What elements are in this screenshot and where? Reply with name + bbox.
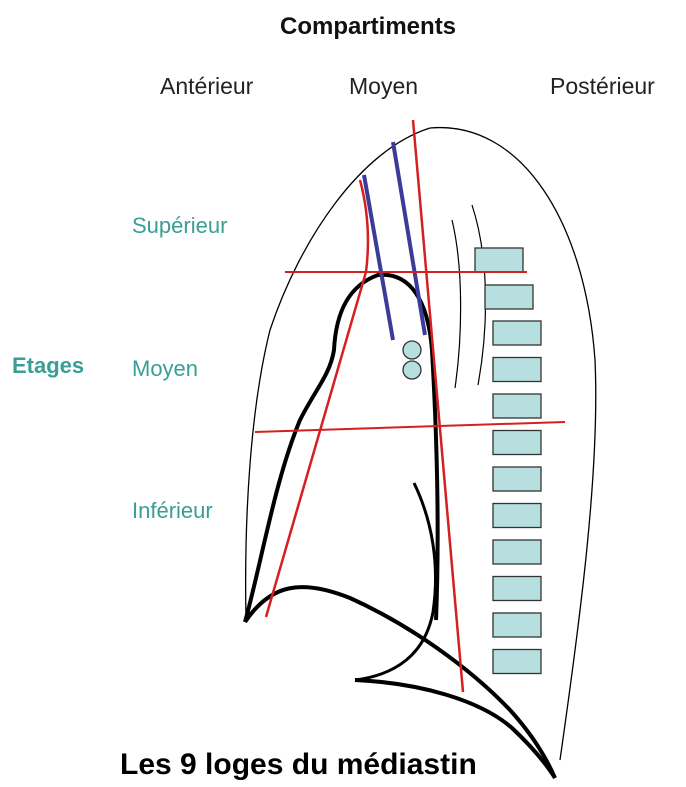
level-superior: Supérieur: [132, 215, 227, 237]
vertebra-12: [493, 650, 541, 674]
posterior-arc-2: [472, 205, 486, 385]
level-inferior: Inférieur: [132, 500, 213, 522]
column-posterior: Postérieur: [550, 75, 655, 98]
vertebra-8: [493, 504, 541, 528]
compartments-title: Compartiments: [280, 15, 456, 39]
vertebra-11: [493, 613, 541, 637]
column-middle: Moyen: [349, 75, 418, 98]
vertebra-6: [493, 431, 541, 455]
vertebra-7: [493, 467, 541, 491]
vertebra-9: [493, 540, 541, 564]
posterior-arc-1: [452, 220, 461, 388]
level-middle: Moyen: [132, 358, 198, 380]
vertebra-5: [493, 394, 541, 418]
rows-axis-label: Etages: [12, 355, 84, 377]
heart-outline: [245, 275, 438, 622]
vertebra-10: [493, 577, 541, 601]
esophagus-curve: [355, 483, 436, 680]
vertebra-4: [493, 358, 541, 382]
column-anterior: Antérieur: [160, 75, 253, 98]
blue-vessel-right: [393, 142, 425, 335]
vertebra-3: [493, 321, 541, 345]
red-anterior-line: [266, 180, 368, 617]
bronchus-circle-lower: [403, 361, 421, 379]
vertebra-2: [485, 285, 533, 309]
bronchus-circle-upper: [403, 341, 421, 359]
vertebra-1: [475, 248, 523, 272]
diagram-caption: Les 9 loges du médiastin: [120, 750, 477, 780]
